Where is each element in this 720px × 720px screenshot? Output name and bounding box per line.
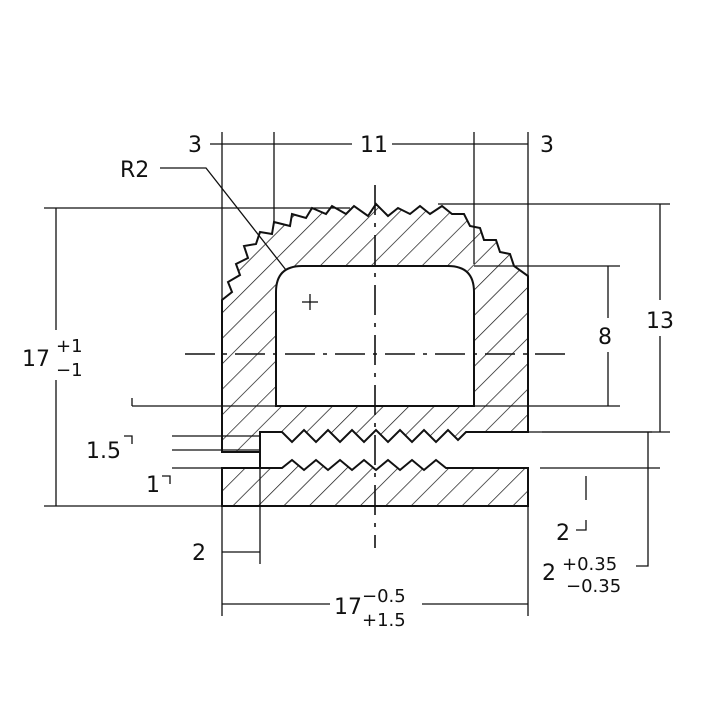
dim-left-offset: 2 (192, 541, 206, 566)
dim-slot-height: 2 (542, 561, 556, 586)
dim-radius: R2 (120, 158, 149, 183)
dim-slot-tol-upper: +0.35 (562, 554, 617, 575)
tick-right-step (576, 520, 587, 531)
dim-left-wall: 3 (188, 133, 202, 158)
dim-total-height: 17 (22, 347, 50, 372)
dim-total-width-tol-lower: +1.5 (362, 610, 406, 631)
radius-leader (160, 167, 287, 271)
hook-slot-outline (259, 432, 282, 469)
dim-total-width-tol-upper: −0.5 (362, 586, 406, 607)
dim-cavity-height: 8 (598, 325, 612, 350)
dim-step-2: 1 (146, 473, 160, 498)
dim-inner-width: 11 (360, 133, 388, 158)
dim-total-height-tol-upper: +1 (56, 336, 83, 357)
dim-right-wall: 3 (540, 133, 554, 158)
dim-total-height-tol-lower: −1 (56, 360, 83, 381)
dim-total-width: 17 (334, 595, 362, 620)
dim-step-1: 1.5 (86, 439, 121, 464)
dim-outer-height: 13 (646, 309, 674, 334)
tick-step-1 (124, 435, 133, 444)
dim-line-slot (636, 432, 649, 567)
lower-strip-section (221, 458, 529, 507)
dim-right-step: 2 (556, 521, 570, 546)
tick-step-2 (162, 475, 171, 484)
upper-body-section (221, 202, 529, 453)
dim-slot-tol-lower: −0.35 (566, 576, 621, 597)
